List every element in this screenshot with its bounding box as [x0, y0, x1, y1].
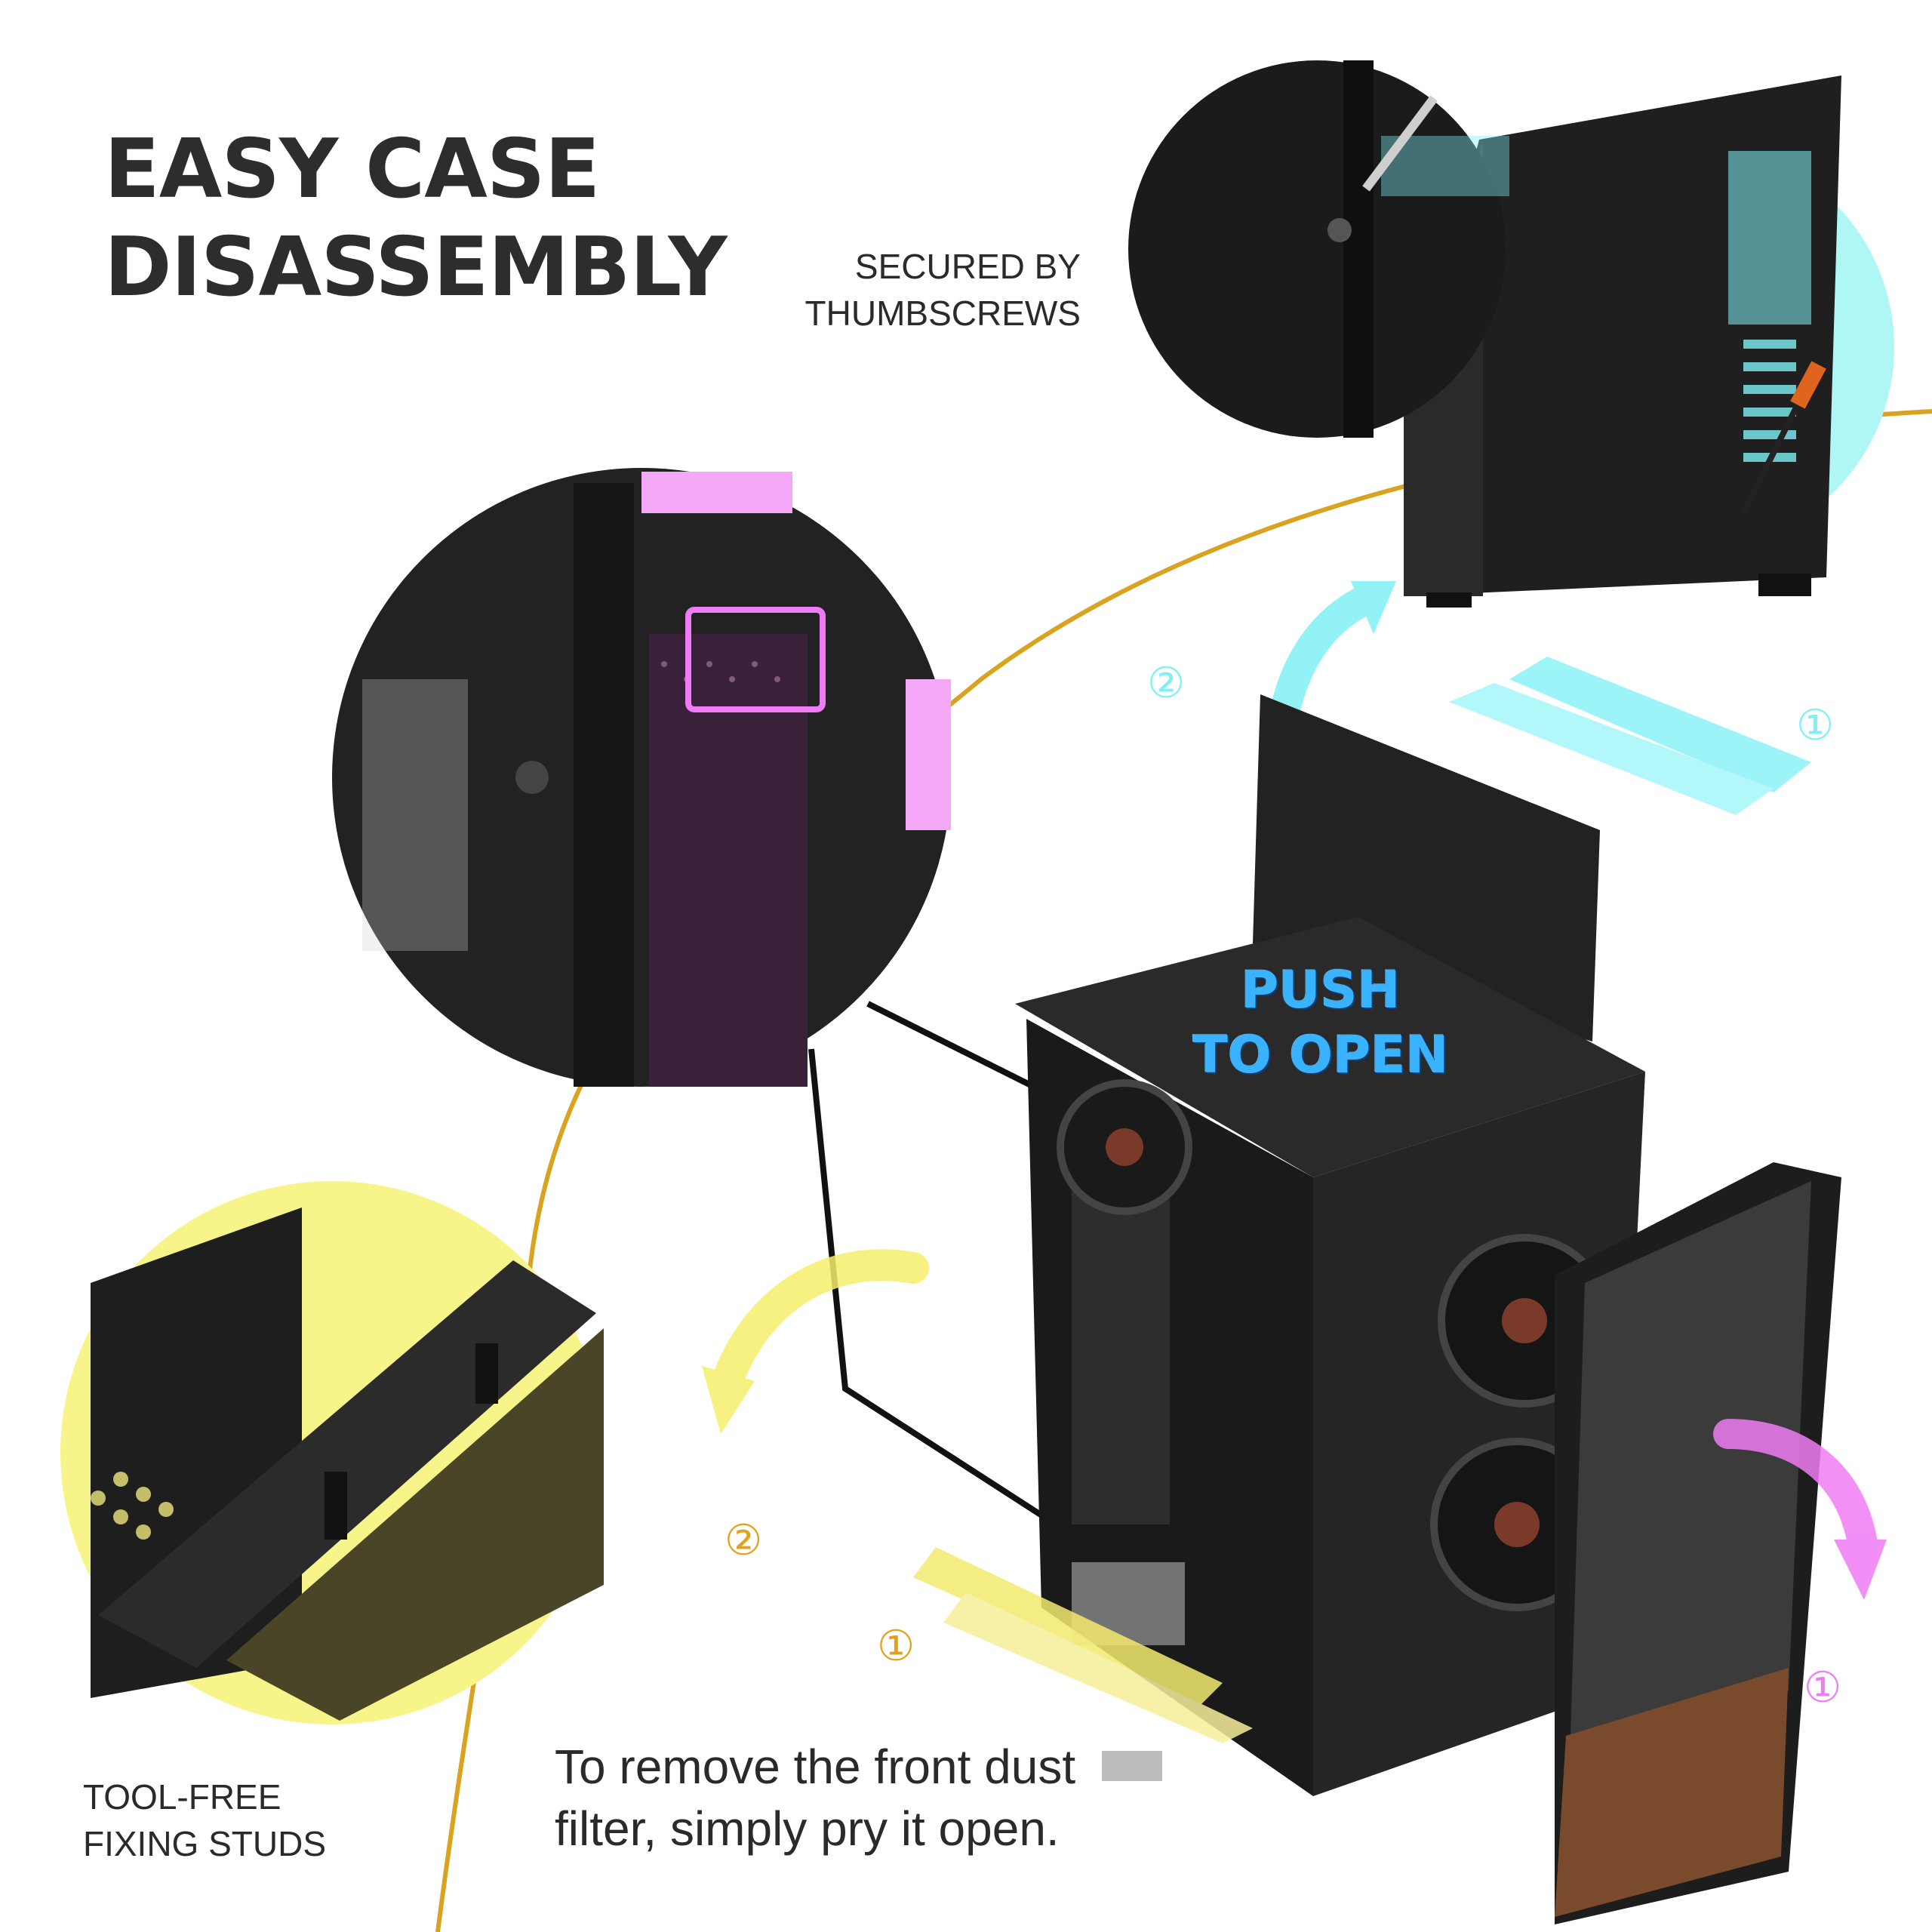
page-title: EASY CASE DISASSEMBLY — [104, 121, 728, 317]
caption-line: FIXING STUDS — [83, 1824, 327, 1863]
description-line: filter, simply pry it open. — [555, 1801, 1060, 1856]
main-case-illustration — [1015, 694, 1841, 1924]
thumbscrew-caption: SECURED BY THUMBSCREWS — [805, 243, 1081, 337]
page-title-line: DISASSEMBLY — [104, 220, 728, 315]
push-to-open-label: PUSH TO OPEN — [1177, 958, 1464, 1088]
step-marker: ① — [1796, 701, 1834, 750]
thumbscrew-zoom — [1128, 60, 1509, 438]
callout-line — [866, 1001, 1035, 1090]
caption-line: TOOL-FREE — [83, 1777, 281, 1817]
caption-line: SECURED BY — [854, 247, 1081, 286]
caption-line: THUMBSCREWS — [804, 294, 1081, 333]
step-marker: ② — [1147, 659, 1185, 708]
step-marker: ① — [877, 1622, 915, 1671]
pink-arrow — [1713, 1419, 1887, 1600]
studs-zoom — [60, 1181, 604, 1724]
step-marker: ② — [724, 1516, 762, 1565]
step-marker: ① — [1804, 1663, 1841, 1712]
mesh-panel-zoom — [332, 468, 951, 1087]
push-line: TO OPEN — [1192, 1026, 1449, 1085]
studs-caption: TOOL-FREE FIXING STUDS — [83, 1774, 326, 1867]
yellow-arrows — [702, 1249, 1253, 1743]
push-line: PUSH — [1241, 961, 1401, 1020]
description-line: To remove the front dust — [555, 1740, 1076, 1794]
page-title-line: EASY CASE — [104, 122, 600, 217]
callout-line — [808, 1048, 1081, 1543]
description-text: To remove the front dust filter, simply … — [555, 1736, 1075, 1860]
